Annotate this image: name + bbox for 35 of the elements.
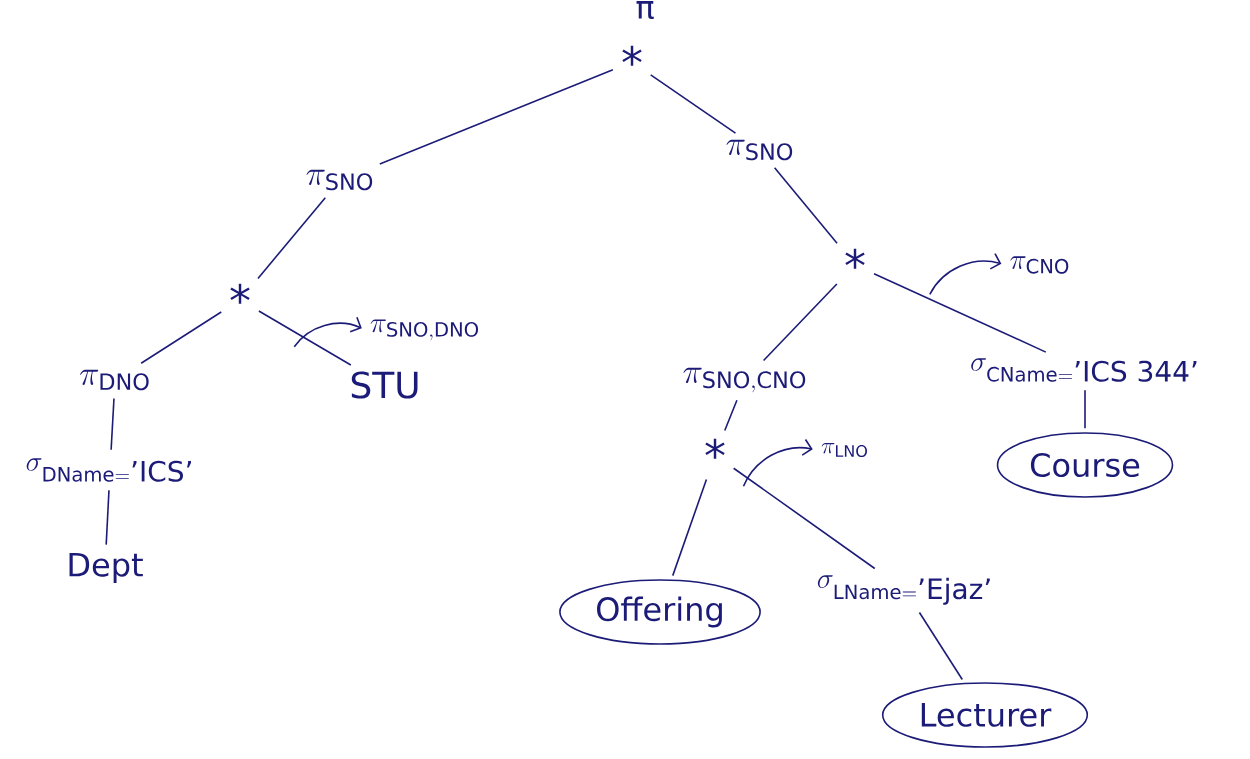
- operator-label: *: [845, 248, 865, 269]
- operator-label: *: [230, 283, 250, 304]
- operator-label: STU: [351, 371, 418, 399]
- operator-label: Dept: [69, 553, 143, 583]
- tree-edge: [140, 311, 223, 365]
- operator-label: *: [705, 438, 725, 459]
- operator-label: π: [636, 0, 654, 20]
- operator-label: $\pi_{\mathrm{SNO,DNO}}$: [370, 319, 479, 341]
- tree-edge: [105, 489, 110, 546]
- operator-label: $\pi_{\mathrm{SNO}}$: [306, 169, 373, 191]
- tree-edge: [110, 397, 115, 451]
- operator-label: $\sigma_{\mathrm{CName} = \textrm{'ICS 344'}}$: [971, 358, 1197, 382]
- tree-edge: [1084, 389, 1086, 429]
- operator-label: $\pi_{\mathrm{DNO}}$: [80, 369, 149, 391]
- tree-edge: [671, 478, 708, 577]
- tree-edge: [258, 310, 352, 366]
- tree-edge: [918, 611, 964, 681]
- operator-label: $\pi_{\mathrm{CNO}}$: [1010, 256, 1069, 274]
- operator-label: $\sigma_{\mathrm{DName} = \textrm{'ICS'}}$: [26, 458, 191, 482]
- pointer-arrow: [929, 252, 1002, 296]
- tree-edge: [649, 74, 737, 134]
- tree-edge: [379, 68, 614, 165]
- operator-label: $\sigma_{\mathrm{LName} = \textrm{'Ejaz'}}$: [817, 575, 990, 605]
- tree-edge: [773, 166, 838, 245]
- pointer-arrow: [742, 438, 813, 488]
- tree-edge: [257, 196, 327, 280]
- operator-label: $\pi_{\mathrm{SNO,CNO}}$: [683, 367, 806, 393]
- operator-label: *: [622, 45, 642, 66]
- operator-label: $\pi_{\mathrm{LNO}}$: [821, 442, 867, 458]
- tree-edge: [732, 467, 876, 570]
- operator-label: $\pi_{\mathrm{SNO}}$: [726, 139, 793, 161]
- tree-edge: [724, 399, 738, 432]
- tree-edge: [873, 272, 1047, 353]
- tree-edge: [762, 283, 838, 362]
- pointer-arrow: [293, 316, 362, 348]
